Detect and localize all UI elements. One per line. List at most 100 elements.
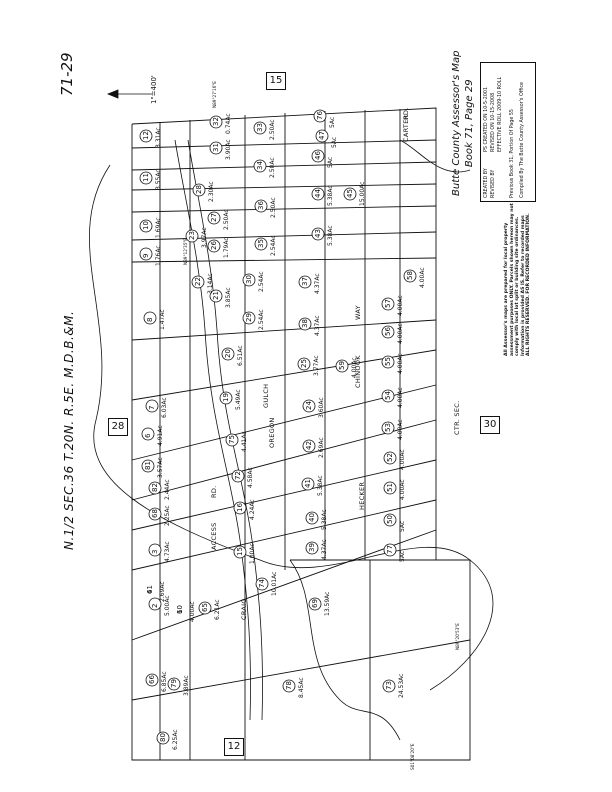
scale-text: 1"=400' xyxy=(150,75,158,104)
road-way: WAY xyxy=(354,305,362,320)
lot-number: 40 xyxy=(308,513,316,522)
lot-acreage: 1.47Ac xyxy=(159,309,166,330)
lot-acreage: 5.38Ac xyxy=(327,185,334,206)
lot-acreage: 5Ac xyxy=(327,156,334,168)
lot-number: 20 xyxy=(224,349,232,358)
map-title-line1: Butte County Assessor's Map xyxy=(451,50,462,196)
lot-acreage: 6.03Ac xyxy=(161,397,168,418)
lot-number: 65 xyxy=(201,603,209,612)
lot-acreage: 5Ac xyxy=(399,550,406,562)
lot-number: 38 xyxy=(301,319,309,328)
bearing-n2: N89°12'35"E xyxy=(183,238,188,265)
road-rd: RD. xyxy=(210,485,218,499)
lot-acreage: 4.00Ac xyxy=(397,387,404,408)
lot-number: 80 xyxy=(159,733,167,742)
creek xyxy=(89,164,494,691)
lot-number: 41 xyxy=(304,479,312,488)
lot-acreage: 4.37Ac xyxy=(314,273,321,294)
lot-number: 24 xyxy=(305,401,313,410)
lot-acreage: 4.00Ac xyxy=(397,353,404,374)
lot-acreage: 5Ac xyxy=(329,116,336,128)
lot-acreage: 1.00Ac xyxy=(249,543,256,564)
lot-acreage: 6.21Ac xyxy=(214,599,221,620)
lot-acreage: 13.59Ac xyxy=(324,591,331,616)
lot-acreage: 2.25Ac xyxy=(164,505,171,526)
lot-number: 34 xyxy=(256,161,264,170)
lot-number: 32 xyxy=(212,117,220,126)
lot-acreage: 1.69Ac xyxy=(155,217,162,238)
disclaimer-note: All Assessor's maps are prepared for loc… xyxy=(504,203,532,356)
lot-acreage: 2.30Ac xyxy=(208,181,215,202)
lot-acreage: 2.44Ac xyxy=(164,479,171,500)
lot-number: 75 xyxy=(228,435,236,444)
lot-acreage: 4.00Ac xyxy=(419,267,426,288)
road-oregon: OREGON xyxy=(268,417,276,448)
lot-acreage: 2.69Ac xyxy=(159,581,166,602)
lot-number: 51 xyxy=(386,483,394,492)
ctr-sec-label: CTR. SEC. xyxy=(453,400,461,435)
lot-acreage: 8.45Ac xyxy=(298,677,305,698)
section-boundary xyxy=(131,107,471,761)
lot-acreage: 4.00Ac xyxy=(399,479,406,500)
revised-by: REVISED BY xyxy=(491,169,496,198)
lot-number: 27 xyxy=(210,213,218,222)
lot-number: 1 xyxy=(176,609,184,614)
lot-number: 15 xyxy=(236,547,244,556)
lot-acreage: 1.79Ac xyxy=(223,237,230,258)
lot-number: 9 xyxy=(142,253,150,258)
lot-acreage: 3.31Ac xyxy=(155,127,162,148)
road-access: ACCESS xyxy=(210,522,218,550)
lot-acreage: 4.41Ac xyxy=(241,431,248,452)
lot-number: 73 xyxy=(385,681,393,690)
lot-number: 79 xyxy=(170,679,178,688)
lot-acreage: 2.54Ac xyxy=(270,235,277,256)
adjacent-section-12: 12 xyxy=(224,738,244,756)
lot-number: 53 xyxy=(384,423,392,432)
disclaimer-line: All Assessor's maps are prepared for loc… xyxy=(504,222,509,356)
lot-number: 2 xyxy=(151,603,159,608)
lot-acreage: 2.50Ac xyxy=(269,157,276,178)
adjacent-section-30: 30 xyxy=(480,416,500,434)
lot-number: 23 xyxy=(188,231,196,240)
lot-number: 58 xyxy=(406,271,414,280)
lot-number: 47 xyxy=(318,131,326,140)
bearing-n3: N89°20'53"E xyxy=(455,623,460,650)
lot-number: 77 xyxy=(386,545,394,554)
info-box: CREATED BY PS CREATED ON 10-5-2001 REVIS… xyxy=(480,62,536,202)
lot-acreage: 24.53Ac xyxy=(398,673,405,698)
lot-number: 72 xyxy=(234,471,242,480)
lot-number: 59 xyxy=(338,361,346,370)
lot-acreage: 4.00Ac xyxy=(397,323,404,344)
lot-acreage: 4.00Ac xyxy=(397,419,404,440)
lot-number: 66 xyxy=(148,675,156,684)
lot-acreage: 5.38Ac xyxy=(321,509,328,530)
lot-number: 35 xyxy=(257,239,265,248)
lot-number: 29 xyxy=(245,313,253,322)
lot-number: 44 xyxy=(314,189,322,198)
revised-on: REVISED ON 10-15-2008 xyxy=(491,92,496,152)
lot-number: 69 xyxy=(311,599,319,608)
lot-number: 43 xyxy=(314,229,322,238)
disclaimer-line: comply with local lot split or building … xyxy=(515,216,521,356)
adjacent-section-15: 15 xyxy=(266,72,286,90)
lot-acreage: 1.76Ac xyxy=(155,245,162,266)
lot-acreage: 4.37Ac xyxy=(314,315,321,336)
lot-number: 76 xyxy=(316,111,324,120)
lot-acreage: 10.01Ac xyxy=(271,571,278,596)
lot-acreage: 2.54Ac xyxy=(258,271,265,292)
effective-roll: EFFECTIVE ROLL 2009-10 ROLL xyxy=(498,76,503,152)
lot-number: 22 xyxy=(194,277,202,286)
lot-acreage: 5.49Ac xyxy=(235,389,242,410)
lot-number: 3 xyxy=(151,549,159,554)
lot-number: 45 xyxy=(346,189,354,198)
created-on: PS CREATED ON 10-5-2001 xyxy=(484,87,489,152)
lot-number: 31 xyxy=(212,143,220,152)
lot-acreage: 4.00Ac xyxy=(397,295,404,316)
lot-acreage: 3.77Ac xyxy=(313,355,320,376)
lot-number: 50 xyxy=(386,515,394,524)
lot-acreage: 3.57Ac xyxy=(157,457,164,478)
map-title: Butte County Assessor's Map Book 71, Pag… xyxy=(450,51,476,196)
lot-acreage: 5.38Ac xyxy=(327,225,334,246)
north-arrow-icon xyxy=(106,89,152,99)
lot-number: 42 xyxy=(305,441,313,450)
